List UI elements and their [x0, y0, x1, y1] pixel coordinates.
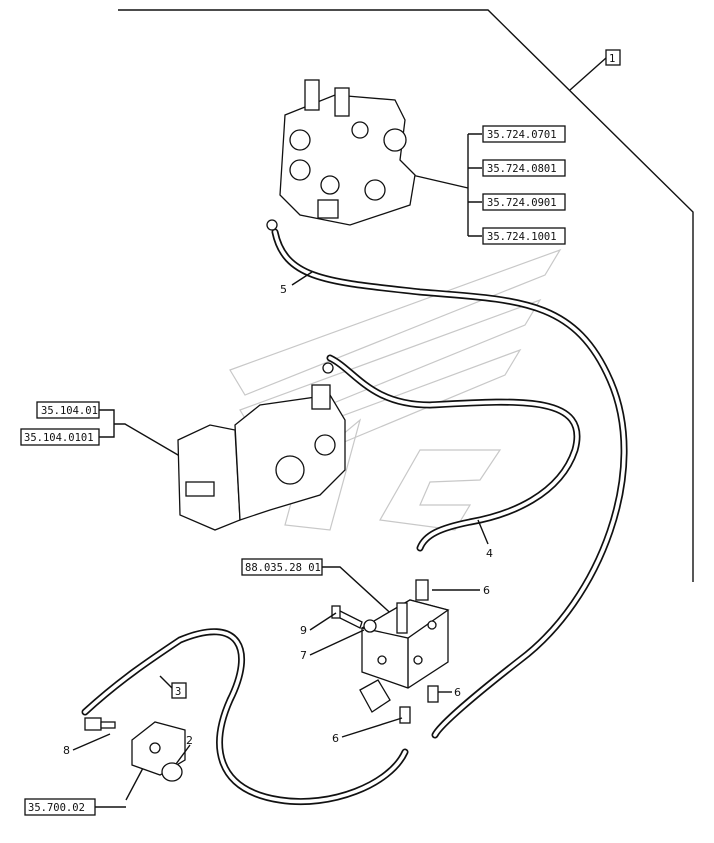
washer-7	[363, 619, 377, 633]
svg-text:1: 1	[609, 53, 615, 65]
ref-valve-4: 35.724.1001	[482, 227, 566, 245]
callout-6-lower-left: 6	[332, 732, 339, 745]
leader-8	[72, 733, 111, 751]
manifold-fitting	[131, 721, 186, 776]
svg-text:35.724.0901: 35.724.0901	[487, 197, 557, 209]
leader-4	[477, 519, 489, 545]
fitting-8	[84, 717, 116, 731]
ref-block: 88.035.28 01	[241, 558, 323, 576]
callout-4: 4	[486, 547, 493, 560]
callout-9: 9	[300, 624, 307, 637]
ref-pump-1: 35.104.01	[36, 401, 100, 419]
hose-3	[81, 628, 409, 806]
leader-2	[175, 744, 191, 765]
ref-valve-3: 35.724.0901	[482, 193, 566, 211]
leader-line	[569, 57, 607, 91]
leader-7	[309, 629, 365, 656]
leader-6c	[341, 717, 403, 738]
callout-6-lower-right: 6	[454, 686, 461, 699]
svg-text:35.104.01: 35.104.01	[41, 405, 98, 417]
hose-4	[326, 354, 581, 552]
valve-block	[359, 579, 450, 724]
ref-valve-1: 35.724.0701	[482, 125, 566, 143]
svg-text:3: 3	[175, 686, 181, 698]
callout-7: 7	[300, 649, 307, 662]
svg-text:35.724.0701: 35.724.0701	[487, 129, 557, 141]
callout-8: 8	[63, 744, 70, 757]
hose-5	[271, 228, 628, 739]
svg-text:35.724.0801: 35.724.0801	[487, 163, 557, 175]
block-leader	[322, 566, 399, 621]
callout-6-upper: 6	[483, 584, 490, 597]
pump-bracket	[98, 409, 191, 463]
callout-2: 2	[186, 734, 193, 747]
leader-9	[309, 612, 337, 631]
ref-pump-2: 35.104.0101	[20, 428, 100, 446]
boxed-callout-1: 1	[605, 49, 621, 66]
valve-bracket	[411, 133, 482, 237]
bottom-leader	[125, 767, 144, 801]
hydraulic-pump	[177, 362, 346, 531]
bolt-9	[331, 605, 363, 629]
cap-2	[161, 762, 183, 782]
frame-line	[118, 9, 694, 582]
svg-text:35.724.1001: 35.724.1001	[487, 231, 557, 243]
callout-5: 5	[280, 283, 287, 296]
control-valve	[266, 79, 416, 231]
svg-text:35.104.0101: 35.104.0101	[24, 432, 94, 444]
ref-valve-2: 35.724.0801	[482, 159, 566, 177]
svg-text:88.035.28 01: 88.035.28 01	[245, 562, 321, 574]
boxed-callout-3: 3	[171, 682, 187, 699]
ref-bottom: 35.700.02	[24, 798, 96, 816]
leader-5	[291, 271, 313, 286]
svg-text:35.700.02: 35.700.02	[28, 802, 85, 814]
